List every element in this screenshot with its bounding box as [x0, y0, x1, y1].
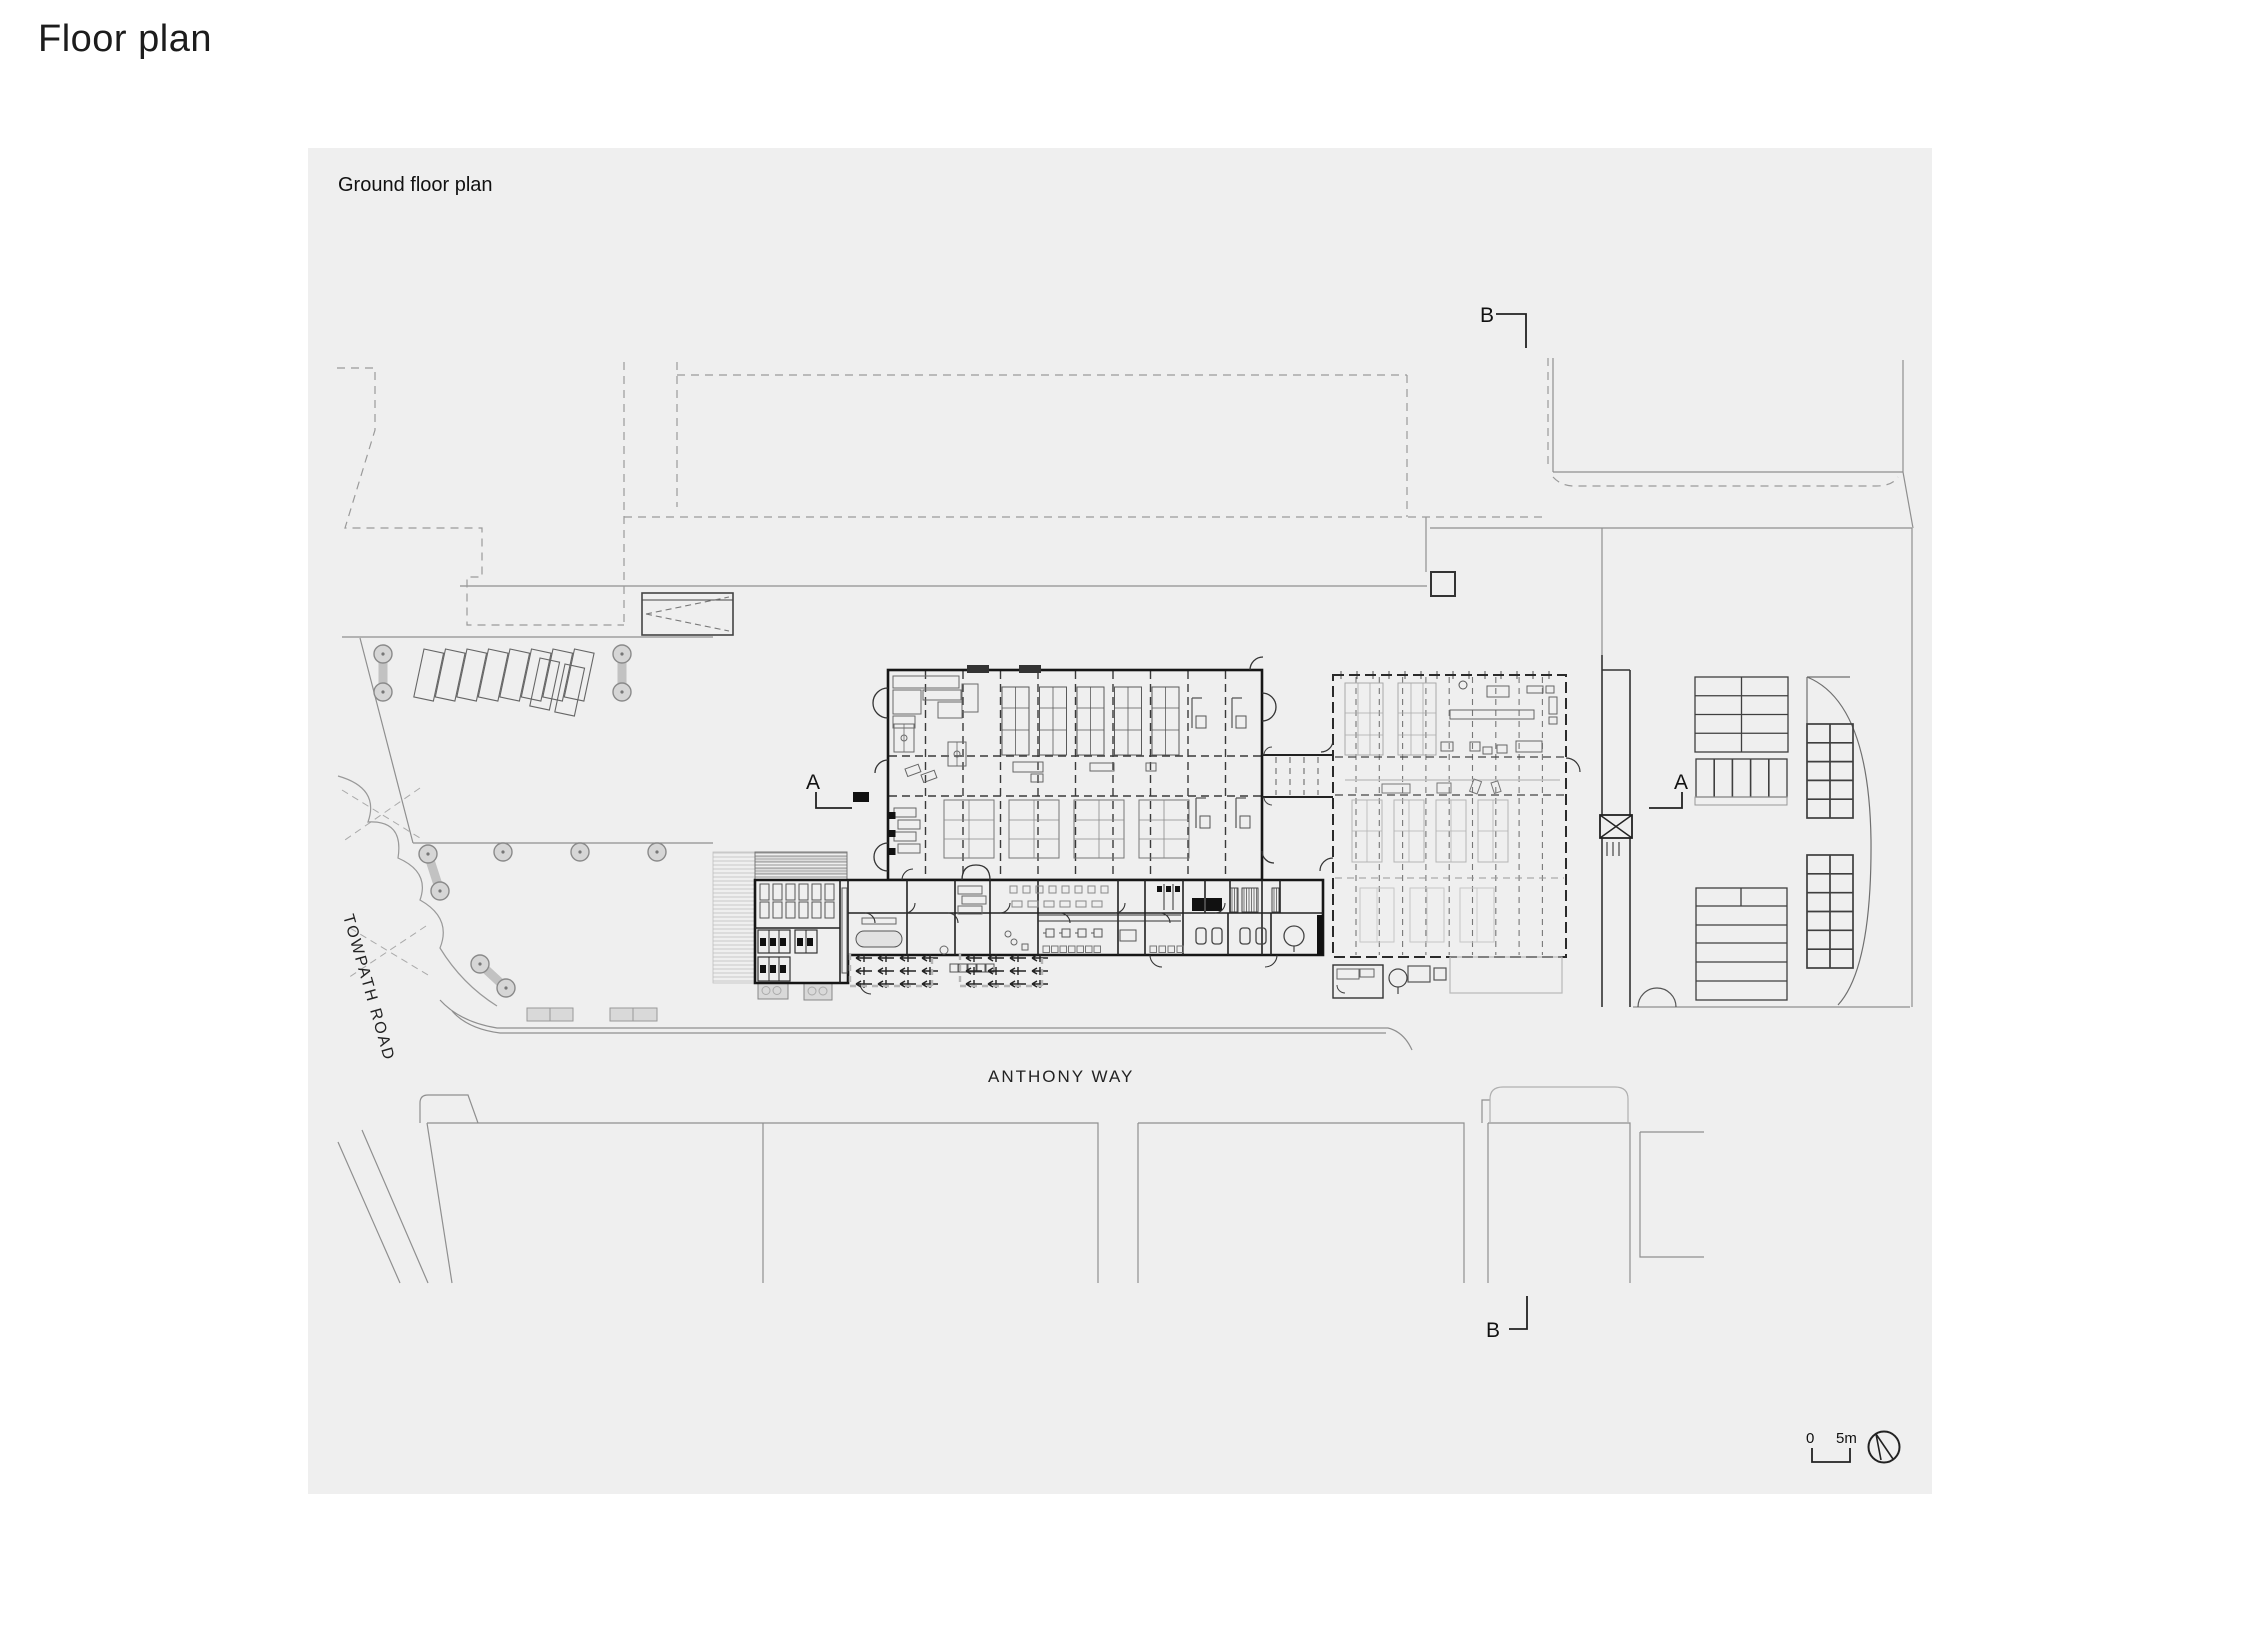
roof-hatch — [754, 851, 848, 881]
east-hall — [1319, 671, 1581, 999]
section-marker-b-bottom: B — [1486, 1319, 1500, 1342]
hall-door-swings — [872, 656, 1277, 872]
substation-box — [1430, 571, 1456, 597]
tree-icon — [496, 978, 516, 998]
towpath-road-label: TOWPATH ROAD — [339, 912, 397, 1063]
tree-icon — [647, 842, 667, 862]
east-hall-furniture — [1344, 680, 1560, 943]
tree-icon — [373, 644, 393, 664]
tree-icon — [373, 682, 393, 702]
driveway-curve — [1806, 676, 1872, 1006]
scale-zero: 0 — [1806, 1430, 1814, 1447]
plan-panel: Ground floor plan — [308, 148, 1932, 1494]
east-hall-service-rooms — [1332, 956, 1563, 999]
tree-icon — [570, 842, 590, 862]
structural-grid — [889, 671, 1261, 879]
tree-icon — [418, 844, 438, 864]
plan-label: Ground floor plan — [338, 174, 493, 196]
cycle-stand-group — [958, 954, 1048, 988]
roller-door-icon — [1019, 665, 1041, 673]
wing-door-swings — [859, 868, 1278, 995]
tree-icon — [430, 881, 450, 901]
site-boundary — [337, 358, 1914, 1051]
link-corridor — [1262, 746, 1333, 806]
tree-icon — [612, 682, 632, 702]
wing-furniture — [757, 883, 1323, 982]
scale-bar: 0 5m — [1806, 1430, 1857, 1463]
tree-icon — [493, 842, 513, 862]
site-trees — [373, 644, 667, 998]
access-ramp — [641, 592, 734, 636]
main-hall — [853, 656, 1277, 882]
tree-canopy-scallops — [337, 775, 498, 1007]
anthony-way-label: ANTHONY WAY — [988, 1067, 1134, 1086]
roller-door-icon — [967, 665, 989, 673]
section-marker-b-top: B — [1480, 304, 1494, 327]
north-arrow-icon — [1867, 1430, 1901, 1464]
cycle-stands — [848, 954, 1048, 988]
tree-icon — [470, 954, 490, 974]
service-corridor — [1599, 655, 1677, 1008]
entrance-door-icon — [961, 864, 991, 881]
site-benches — [526, 981, 833, 1022]
cycle-stand-group — [848, 954, 938, 988]
tree-icon — [612, 644, 632, 664]
section-markers: A A B B — [806, 304, 1688, 1342]
bus-shelter-outline — [1489, 1086, 1629, 1123]
scale-five: 5m — [1836, 1430, 1857, 1447]
parking-east — [1694, 676, 1872, 1006]
parking-stalls-west — [413, 648, 595, 717]
page-title: Floor plan — [38, 18, 212, 60]
gate-door-swings — [1637, 987, 1677, 1008]
section-marker-a-right: A — [1674, 771, 1688, 794]
neighbour-buildings — [337, 1086, 1704, 1284]
section-marker-a-left: A — [806, 771, 820, 794]
south-wing — [712, 851, 1325, 995]
hall-furniture — [853, 675, 1251, 859]
